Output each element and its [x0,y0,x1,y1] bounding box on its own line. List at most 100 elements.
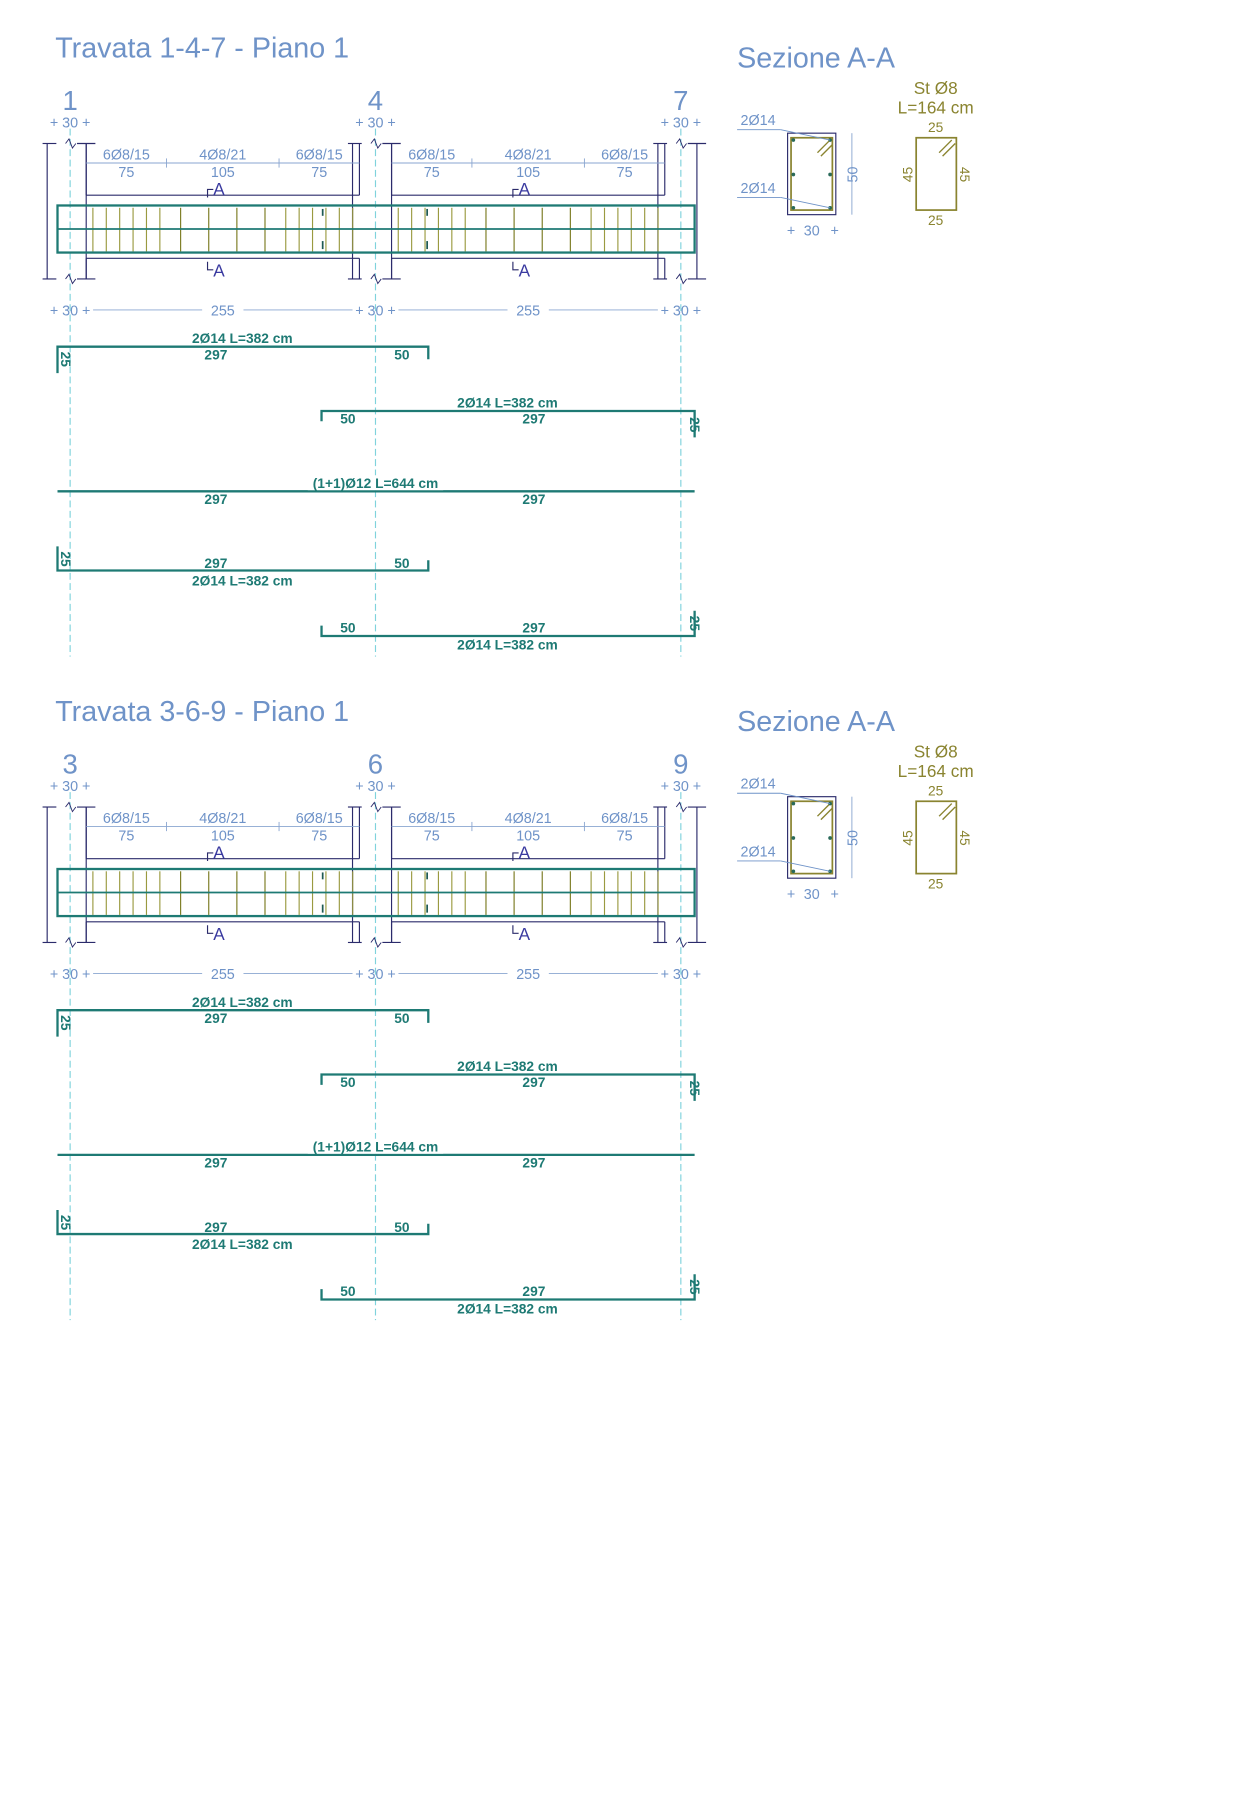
dim-tick: + [830,887,838,903]
section-height: 50 [846,830,862,846]
dim-bg [507,300,549,317]
stirrup-zone-length: 75 [311,828,327,844]
rebar-bottom-right [320,610,696,638]
rebar-label: 2Ø14 L=382 cm [192,573,293,588]
section-cut-mark-icon [206,925,214,934]
section-bottom-bars-label: 2Ø14 [741,844,776,860]
section-mark-label: A [519,261,531,281]
rebar-hook-length: 50 [394,1011,410,1026]
rebar-bend-length: 25 [58,1015,73,1031]
rebar-length: 297 [522,1075,545,1090]
rebar-label: 2Ø14 L=382 cm [192,1237,293,1252]
break-line-icon [65,137,77,150]
rebar-bottom-left [56,546,430,572]
section-mark-label: A [213,261,225,281]
rebar-label: 2Ø14 L=382 cm [457,1301,558,1316]
break-line-icon [370,936,382,949]
stirrup-name: St Ø8 [914,78,958,98]
dim-tick: + [355,304,363,320]
column-label: 9 [673,749,688,780]
rebar-length: 297 [204,1220,227,1235]
rebar-top-right [320,1073,696,1101]
stirrup-side-right: 45 [957,830,972,846]
section-mark-label: A [213,924,225,944]
leader-line [780,792,831,805]
rebar-top-right [320,409,696,438]
column-label: 4 [368,85,383,116]
stirrup-zone-length: 105 [211,828,235,844]
stirrup-shape [915,136,958,211]
column-label: 1 [62,85,77,116]
leader-line [780,196,831,209]
column-width-top: 30 [368,779,384,795]
rebar-label: 2Ø14 L=382 cm [192,995,293,1010]
dim-tick: + [82,779,90,795]
section-mark-label: A [213,179,225,199]
stirrup-spacing-label: 6Ø8/15 [601,148,648,164]
stirrup-side-right: 45 [957,167,972,183]
stirrup-side-left: 45 [901,830,916,846]
stirrup-hook [816,140,830,154]
column-label: 6 [368,749,383,780]
section-title: Sezione A-A [737,43,896,75]
rebar-hook-length: 50 [394,556,410,571]
rebar-dot [828,138,832,142]
section-cut-mark-icon [206,261,214,271]
section-cut-mark-icon [206,852,214,861]
dim-tick: + [661,779,669,795]
section-stirrup [790,800,834,875]
rebar-length: 297 [522,621,545,636]
break-line-icon [65,273,77,285]
rebar-dot [828,801,832,806]
stirrup-zone-length: 75 [311,165,327,181]
break-line-icon [675,936,687,949]
stirrup-side-bottom: 25 [928,213,944,228]
dim-bg [202,300,244,317]
rebar-length: 297 [522,412,545,427]
column-width-top: 30 [62,779,78,795]
dim-tick: + [693,779,701,795]
rebar-bend-length: 25 [687,1279,702,1295]
stirrup-spacing-label: 6Ø8/15 [408,148,455,164]
column-label: 3 [62,749,77,780]
rebar-label: 2Ø14 L=382 cm [457,638,558,653]
beam-drawing: Travata 3-6-9 - Piano 1330++30++630++30+… [42,696,974,1321]
rebar-dot [791,836,796,840]
rebar-length: 297 [522,492,545,507]
rebar-length: 297 [204,1155,227,1170]
rebar-bend-length: 25 [687,1081,702,1097]
rebar-dot [791,205,796,210]
rebar-length: 297 [522,1284,545,1299]
stirrup-name: St Ø8 [914,742,958,762]
section-outline [787,132,837,216]
rebar-bend-length: 25 [687,616,702,632]
break-line-icon [675,801,687,813]
rebar-hook-length: 50 [340,1284,356,1299]
span-length: 255 [211,967,235,983]
rebar-dot [791,138,796,142]
dim-tick: + [787,223,795,239]
dim-tick: + [830,223,838,239]
section-width: 30 [804,887,820,903]
dim-tick: + [787,887,795,903]
stirrup-spacing-label: 6Ø8/15 [103,811,150,827]
dim-tick: + [387,967,395,983]
stirrup-hook [820,144,833,157]
section-mark-label: A [519,924,531,944]
stirrup-hook [938,803,953,817]
rebar-label: 2Ø14 L=382 cm [457,1059,558,1074]
section-mark-label: A [519,843,531,863]
stirrup-zone-length: 75 [617,828,633,844]
stirrup-side-top: 25 [928,120,944,135]
stirrup-hook [816,804,830,817]
dim-tick: + [661,967,669,983]
rebar-label: (1+1)Ø12 L=644 cm [313,476,439,491]
stirrup-spacing-label: 6Ø8/15 [408,811,455,827]
stirrup-side-left: 45 [901,166,916,182]
section-top-bars-label: 2Ø14 [741,113,776,129]
beam-title: Travata 1-4-7 - Piano 1 [55,32,349,64]
rebar-dot [791,172,796,177]
stirrup-spacing-label: 6Ø8/15 [103,148,150,164]
column-width-bottom: 30 [673,967,689,983]
